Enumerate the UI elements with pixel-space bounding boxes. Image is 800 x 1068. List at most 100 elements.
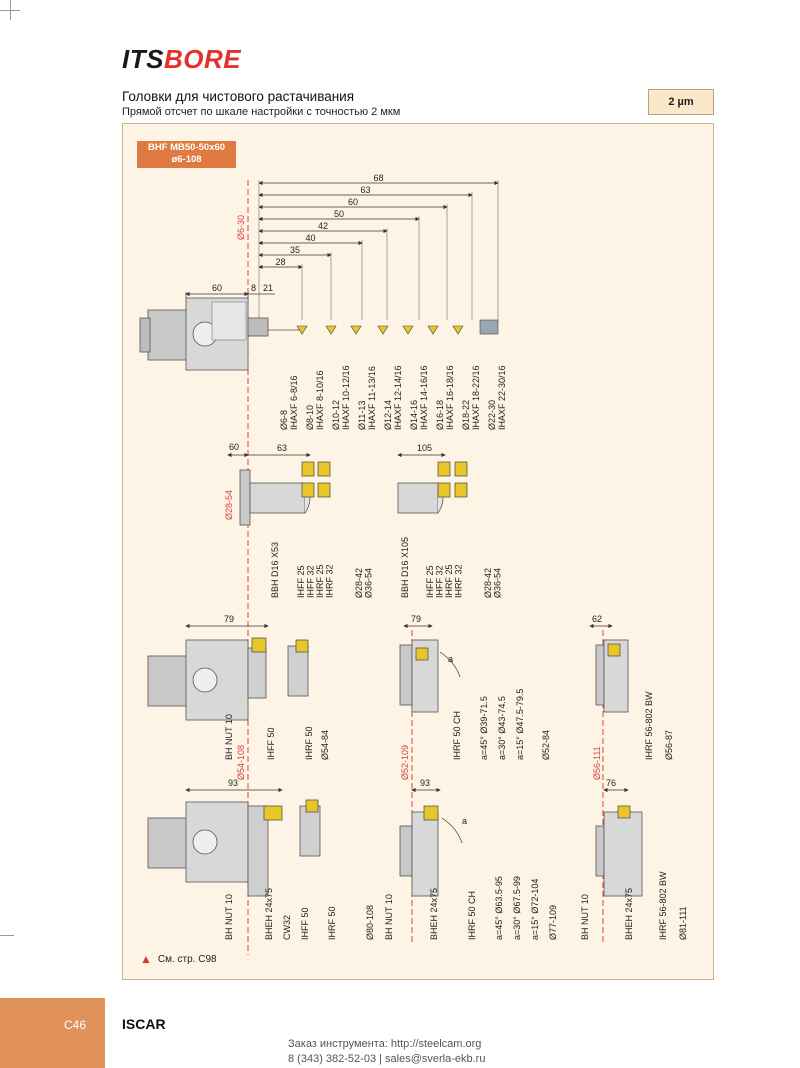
bar-label: BBH D16 X105	[400, 537, 410, 598]
bar-x105-dim: 105	[417, 443, 432, 453]
dim-value: 68	[373, 173, 383, 183]
tool-label: IHRF 50	[304, 726, 314, 760]
section3-range-b: Ø52-109	[400, 745, 410, 780]
tool-code: IHAXF 12-14/16	[393, 365, 403, 430]
section3-range-c: Ø56-111	[592, 746, 602, 780]
tool-label: IHRF 50 CH	[452, 711, 462, 760]
tool-code: IHAXF 10-12/16	[341, 365, 351, 430]
itsbore-logo: ITSBORE	[122, 44, 241, 75]
tool-label: Ø77-109	[548, 905, 558, 940]
tool-diameter: Ø8-10	[305, 405, 315, 430]
head-body-4a: 93	[147, 778, 321, 897]
section1-range: Ø6-30	[236, 215, 246, 240]
product-tag-range: ø6-108	[171, 154, 202, 165]
tool-label: IHRF 56-802 BW	[658, 871, 668, 940]
tool-label: Ø36-54	[493, 568, 503, 598]
tool-code: IHAXF 6-8/16	[289, 375, 299, 430]
tool-label: IHRF 32	[325, 564, 335, 598]
tool-label: IHRF 50	[327, 906, 337, 940]
tool-label: BH NUT 10	[224, 894, 234, 940]
boring-bar-x105: 105	[397, 443, 468, 514]
product-tag-code: BHF MB50-50x60	[147, 142, 226, 153]
tool-label: Ø36-54	[364, 568, 374, 598]
tool-label: Ø54-84	[320, 730, 330, 760]
tool-label: a=15° Ø47.5-79.5	[515, 689, 525, 760]
insert-icon	[350, 325, 362, 335]
bar-label: BBH D16 X53	[270, 542, 280, 598]
tool-label: a=45° Ø63.5-95	[494, 876, 504, 940]
dim-value: 40	[305, 233, 315, 243]
tool-code: IHAXF 16-18/16	[445, 365, 455, 430]
head4b-dim: 93	[420, 778, 430, 788]
tool-label: IHRF 25	[315, 564, 325, 598]
tool-label: CW32	[282, 915, 292, 940]
page-title: Головки для чистового растачивания	[122, 89, 355, 104]
reference-note-text: См. стр. C98	[157, 953, 217, 965]
insert-icon	[402, 325, 414, 335]
tool-label: Ø28-42	[483, 568, 493, 598]
footer-contact: 8 (343) 382-52-03 | sales@sverla-ekb.ru	[288, 1053, 486, 1065]
section2-dim-60: 60	[229, 442, 239, 452]
tool-label: BHEH 24x75	[429, 888, 439, 940]
tool-code: IHAXF 11-13/16	[367, 366, 377, 430]
head4b-angle: a	[462, 816, 467, 826]
tool-diameter: Ø10-12	[331, 400, 341, 430]
tool-diameter: Ø6-8	[279, 410, 289, 430]
tool-diameter: Ø14-16	[409, 400, 419, 430]
tool-label: Ø28-42	[354, 568, 364, 598]
tool-label: Ø80-108	[365, 905, 375, 940]
section1-inserts	[268, 319, 499, 335]
tool-label: a=15° Ø72-104	[530, 879, 540, 940]
tool-diameter: Ø12-14	[383, 400, 393, 430]
tool-label: IHRF 32	[454, 564, 464, 598]
tool-label: a=30° Ø43-74.5	[497, 696, 507, 760]
warning-icon: ▲	[140, 952, 152, 966]
tool-label: BH NUT 10	[580, 894, 590, 940]
tool-label: IHFF 50	[300, 907, 310, 940]
tool-label: IHRF 50 CH	[467, 891, 477, 940]
head-body-4b: a 93	[399, 778, 467, 897]
insert-icon	[377, 325, 389, 335]
dim-value: 50	[334, 209, 344, 219]
tool-label: BHEH 24x75	[264, 888, 274, 940]
section3-range-a: Ø54-108	[236, 745, 246, 780]
head4a-dim: 93	[228, 778, 238, 788]
tool-diameter: Ø11-13	[357, 401, 367, 430]
head3a-dim: 79	[224, 614, 234, 624]
head1-dim-60: 60	[212, 283, 222, 293]
precision-badge: 2 µm	[648, 89, 714, 115]
bar-x53-dim: 63	[277, 443, 287, 453]
boring-bar-x53: 63	[239, 443, 331, 526]
tool-label: IHFF 50	[266, 727, 276, 760]
tool-diameter: Ø16-18	[435, 400, 445, 430]
tool-label: Ø81-111	[678, 906, 688, 940]
tool-label: BH NUT 10	[224, 714, 234, 760]
head3c-dim: 62	[592, 614, 602, 624]
tool-label: Ø52-84	[541, 730, 551, 760]
section3-labels: BH NUT 10 IHFF 50 IHRF 50 Ø54-84 IHRF 50 CH a…	[224, 689, 674, 760]
tool-label: Ø56-87	[664, 730, 674, 760]
head4c-dim: 76	[606, 778, 616, 788]
page-number: C46	[64, 1018, 87, 1032]
tool-code: IHAXF 18-22/16	[471, 365, 481, 430]
tool-label: a=45° Ø39-71.5	[479, 696, 489, 760]
insert-icon	[452, 325, 464, 335]
page-tab	[0, 998, 105, 1068]
tool-code: IHAXF 8-10/16	[315, 370, 325, 430]
tool-label: IHRF 25	[444, 564, 454, 598]
head-body-1: 60 8 21	[139, 283, 275, 371]
brand-name: ISCAR	[122, 1016, 166, 1032]
logo-its-text: ITS	[122, 44, 164, 74]
insert-icon	[427, 325, 439, 335]
tool-label: IHRF 56-802 BW	[644, 691, 654, 760]
page-subtitle: Прямой отсчет по шкале настройки с точно…	[122, 106, 401, 118]
dim-value: 60	[348, 197, 358, 207]
footer-order: Заказ инструмента: http://steelcam.org	[288, 1038, 482, 1050]
dim-value: 42	[318, 221, 328, 231]
insert-icon	[325, 325, 337, 335]
